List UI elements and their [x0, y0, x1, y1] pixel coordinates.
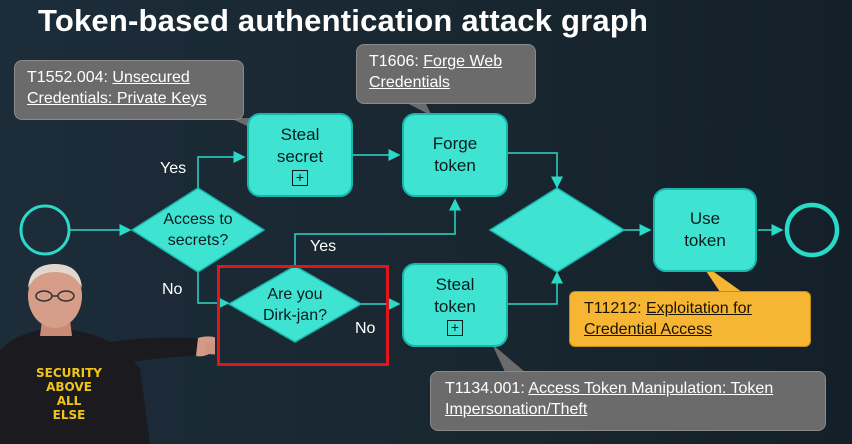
steal-secret-line1: Steal	[280, 125, 320, 144]
steal-token-line2: token	[434, 297, 476, 316]
callout-forge-web: T1606: Forge Web Credentials	[356, 44, 536, 104]
edge-forge-to-merge	[508, 152, 563, 189]
shirt-line3: ELSE	[52, 408, 86, 422]
highlight-box	[217, 265, 389, 366]
edge-stealtoken-to-merge	[508, 271, 563, 305]
edge-label-yes-mid: Yes	[310, 238, 337, 255]
shirt-line1: SECURITY	[36, 366, 102, 380]
steal-token-node[interactable]: Steal token +	[402, 263, 508, 347]
access-decision-label: Access to secrets?	[143, 208, 253, 252]
callout-pointer-token-manip	[492, 344, 525, 372]
callout-private-keys-link[interactable]: Unsecured Credentials: Private Keys	[27, 69, 207, 107]
forge-token-line2: token	[434, 156, 476, 175]
callout-token-manip-id: T1134.001:	[445, 380, 525, 397]
shirt-line2: ABOVE ALL	[46, 380, 92, 408]
dirkjan-decision-line2: Dirk-jan?	[262, 307, 327, 324]
expand-subprocess-icon[interactable]: +	[292, 170, 308, 186]
slide-title: Token-based authentication attack graph	[38, 3, 649, 38]
callout-exploitation-link[interactable]: Exploitation for Credential Access	[584, 300, 752, 338]
edge-label-yes-top: Yes	[160, 160, 187, 177]
presenter-figure	[0, 264, 215, 444]
edge-label-no-bottom: No	[355, 320, 376, 337]
edge-label-no-left: No	[162, 281, 183, 298]
callout-exploitation-id: T11212:	[584, 300, 642, 317]
callout-private-keys-id: T1552.004:	[27, 69, 108, 86]
callout-exploitation: T11212: Exploitation for Credential Acce…	[569, 291, 811, 347]
steal-secret-node[interactable]: Steal secret +	[247, 113, 353, 197]
edge-access-yes	[197, 151, 246, 188]
edge-dirkjan-yes	[294, 198, 461, 266]
callout-token-manip: T1134.001: Access Token Manipulation: To…	[430, 371, 826, 431]
steal-token-line1: Steal	[435, 275, 475, 294]
access-decision-diamond	[130, 187, 266, 273]
use-token-line1: Use	[689, 209, 721, 228]
callout-token-manip-link[interactable]: Access Token Manipulation: Token Imperso…	[445, 380, 774, 418]
dirkjan-decision-line1: Are you	[267, 286, 323, 303]
use-token-line2: token	[684, 231, 726, 250]
access-decision-line2: secrets?	[167, 232, 229, 249]
dirkjan-decision-label: Are you Dirk-jan?	[240, 283, 350, 327]
shirt-print: SECURITY ABOVE ALL ELSE	[34, 366, 104, 422]
merge-gateway-diamond	[488, 187, 626, 273]
callout-pointer-forge-web	[405, 102, 432, 116]
steal-secret-line2: secret	[276, 147, 324, 166]
access-decision-line1: Access to	[163, 211, 233, 228]
callout-forge-web-id: T1606:	[369, 53, 419, 70]
start-event	[19, 204, 71, 256]
dirkjan-decision-diamond	[227, 265, 363, 343]
forge-token-node[interactable]: Forge token	[402, 113, 508, 197]
callout-forge-web-link[interactable]: Forge Web Credentials	[369, 53, 503, 91]
end-event	[784, 202, 840, 258]
expand-subprocess-icon[interactable]: +	[447, 320, 463, 336]
callout-private-keys: T1552.004: Unsecured Credentials: Privat…	[14, 60, 244, 120]
forge-token-line1: Forge	[432, 134, 478, 153]
use-token-node[interactable]: Use token	[653, 188, 757, 272]
